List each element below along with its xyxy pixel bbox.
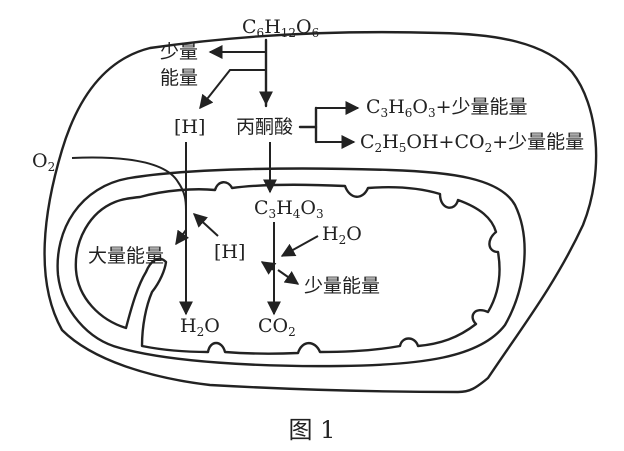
- intermediate-label: C3H4O3: [254, 197, 324, 221]
- to-h-top-arrow: [199, 69, 266, 110]
- oxygen-path: [71, 156, 187, 211]
- cell-membrane: [43, 30, 598, 394]
- h-mid-arrow: [192, 213, 219, 237]
- pyruvate-label: 丙酮酸: [236, 116, 293, 138]
- water-in-arrow: [280, 235, 319, 257]
- small-energy-top-2: 能量: [160, 67, 198, 89]
- mitochondrion-inner-membrane: [74, 181, 501, 355]
- small-energy-top-1: 少量: [160, 41, 198, 63]
- figure-caption: 图 1: [289, 416, 336, 444]
- ethanol-label: C2H5OH+CO2+少量能量: [360, 131, 584, 155]
- small-energy-mid-arrow-right: [277, 269, 300, 285]
- mitochondrion-outer-membrane: [56, 167, 526, 368]
- large-energy-label: 大量能量: [88, 245, 164, 267]
- h-top-label: [H]: [174, 116, 205, 138]
- to-large-energy-arrow: [175, 229, 190, 246]
- water-out-label: H2O: [180, 315, 220, 339]
- small-energy-mid-arrow-left: [260, 261, 277, 275]
- lactic-acid-label: C3H6O3+少量能量: [366, 96, 528, 120]
- oxygen-label: O2: [32, 150, 55, 174]
- glucose-formula: C6H12O6: [242, 16, 319, 40]
- small-energy-mid-label: 少量能量: [304, 275, 380, 297]
- co2-label: CO2: [258, 315, 296, 339]
- water-in-label: H2O: [322, 223, 362, 247]
- h-mid-label: [H]: [214, 241, 245, 263]
